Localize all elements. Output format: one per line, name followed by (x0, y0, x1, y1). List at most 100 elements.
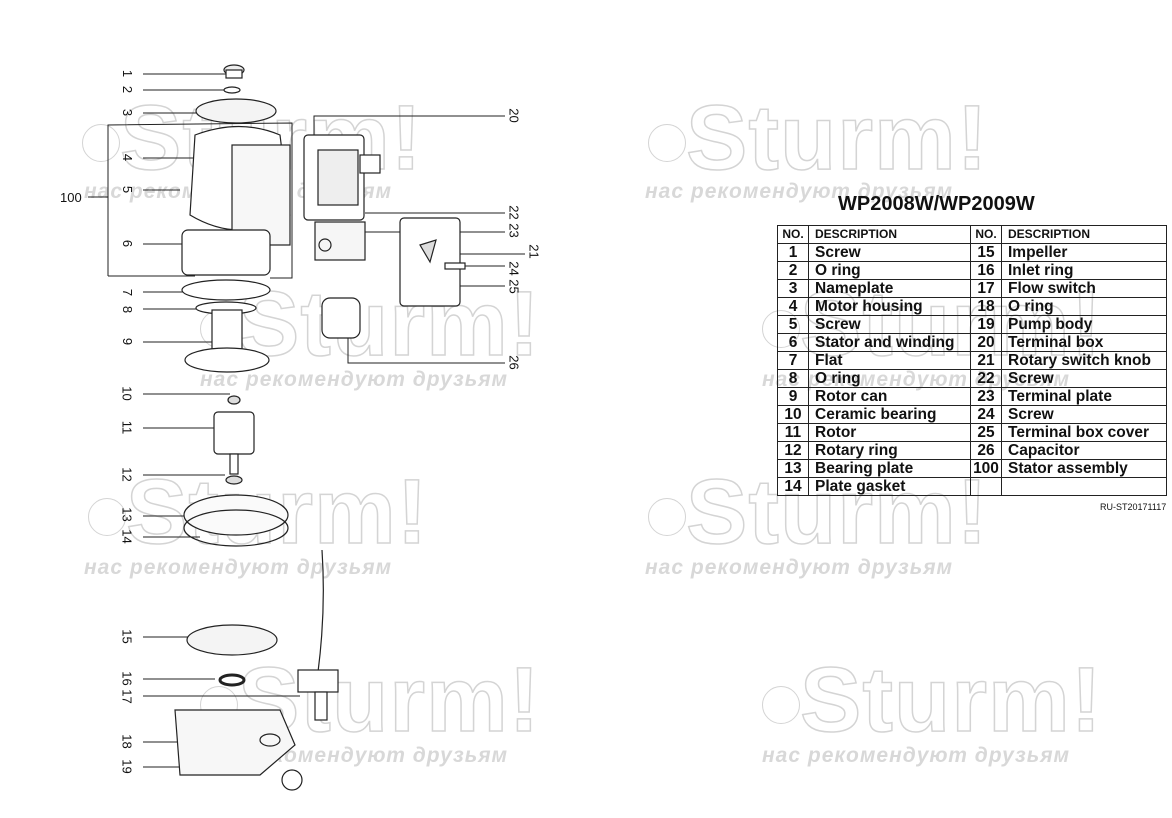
part-description: Terminal box cover (1001, 423, 1167, 442)
part-description: Pump body (1001, 315, 1167, 334)
part-description: Nameplate (808, 279, 971, 298)
part-number: 19 (970, 315, 1002, 334)
part-description: Ceramic bearing (808, 405, 971, 424)
part-description: Stator assembly (1001, 459, 1167, 478)
header-description: DESCRIPTION (808, 225, 971, 244)
callout-5: 5 (120, 185, 136, 194)
part-description: Rotary ring (808, 441, 971, 460)
part-number: 9 (777, 387, 809, 406)
part-number: 15 (970, 243, 1002, 262)
part-number: 16 (970, 261, 1002, 280)
part-description: Stator and winding (808, 333, 971, 352)
part-number: 25 (970, 423, 1002, 442)
callout-14: 14 (119, 529, 135, 544)
part-description: Rotary switch knob (1001, 351, 1167, 370)
part-number: 22 (970, 369, 1002, 388)
table-header-row: NO. DESCRIPTION NO. DESCRIPTION (777, 225, 1167, 244)
callout-15: 15 (119, 629, 135, 644)
part-description: Screw (808, 315, 971, 334)
part-description: Capacitor (1001, 441, 1167, 460)
part-description: Impeller (1001, 243, 1167, 262)
part-number: 24 (970, 405, 1002, 424)
callout-22: 22 (506, 205, 522, 220)
part-description: Terminal plate (1001, 387, 1167, 406)
part-number: 1 (777, 243, 809, 262)
terminal-parts (303, 134, 466, 339)
part-description: Inlet ring (1001, 261, 1167, 280)
callout-12: 12 (119, 467, 135, 482)
part-description (1001, 477, 1167, 496)
callout-4: 4 (120, 153, 136, 162)
callout-13: 13 (119, 507, 135, 522)
callout-10: 10 (119, 386, 135, 401)
part-description: Bearing plate (808, 459, 971, 478)
document-code: RU-ST20171117 (1100, 502, 1167, 512)
callout-2: 2 (120, 85, 136, 94)
part-number: 17 (970, 279, 1002, 298)
callout-24: 24 (506, 261, 522, 276)
part-number: 10 (777, 405, 809, 424)
part-description: Screw (1001, 369, 1167, 388)
header-no: NO. (970, 225, 1002, 244)
callout-23: 23 (506, 223, 522, 238)
part-number: 18 (970, 297, 1002, 316)
header-description: DESCRIPTION (1001, 225, 1167, 244)
part-number: 11 (777, 423, 809, 442)
callout-19: 19 (119, 759, 135, 774)
part-description: O ring (808, 261, 971, 280)
part-description: Rotor (808, 423, 971, 442)
callout-17: 17 (119, 689, 135, 704)
part-number: 14 (777, 477, 809, 496)
motor-parts (174, 64, 339, 791)
part-description: Motor housing (808, 297, 971, 316)
part-number: 2 (777, 261, 809, 280)
callout-21: 21 (526, 244, 542, 259)
callout-100: 100 (60, 190, 82, 205)
part-number: 12 (777, 441, 809, 460)
part-description: Terminal box (1001, 333, 1167, 352)
part-description: Plate gasket (808, 477, 971, 496)
model-title: WP2008W/WP2009W (838, 193, 1035, 215)
part-description: Flow switch (1001, 279, 1167, 298)
part-number (970, 477, 1002, 496)
part-description: Flat (808, 351, 971, 370)
header-no: NO. (777, 225, 809, 244)
part-number: 23 (970, 387, 1002, 406)
callout-9: 9 (120, 337, 136, 346)
part-number: 3 (777, 279, 809, 298)
callout-1: 1 (120, 69, 136, 78)
part-number: 8 (777, 369, 809, 388)
part-number: 13 (777, 459, 809, 478)
callout-16: 16 (119, 671, 135, 686)
part-number: 20 (970, 333, 1002, 352)
callout-7: 7 (120, 288, 136, 297)
part-number: 4 (777, 297, 809, 316)
part-number: 7 (777, 351, 809, 370)
part-number: 100 (970, 459, 1002, 478)
part-number: 21 (970, 351, 1002, 370)
part-description: O ring (808, 369, 971, 388)
part-number: 6 (777, 333, 809, 352)
callout-11: 11 (119, 420, 135, 435)
callout-6: 6 (120, 239, 136, 248)
callout-8: 8 (120, 305, 136, 314)
part-number: 26 (970, 441, 1002, 460)
callout-18: 18 (119, 734, 135, 749)
part-description: O ring (1001, 297, 1167, 316)
